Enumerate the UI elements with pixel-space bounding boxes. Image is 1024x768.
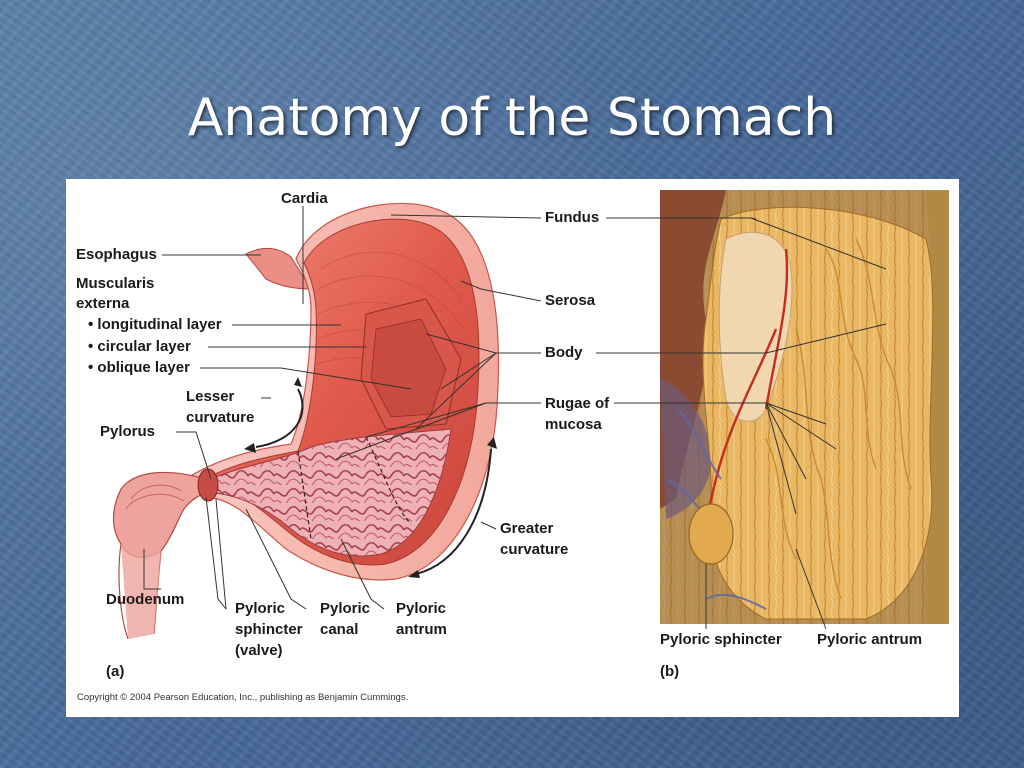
label-cardia: Cardia xyxy=(281,190,328,207)
panel-label-a: (a) xyxy=(106,663,125,680)
label-duodenum: Duodenum xyxy=(106,591,185,608)
label-circular-layer: • circular layer xyxy=(88,338,191,355)
label-longitudinal-layer: • longitudinal layer xyxy=(88,316,222,333)
label-serosa: Serosa xyxy=(545,292,596,309)
label-muscularis: Muscularis xyxy=(76,275,155,292)
label-body: Body xyxy=(545,344,583,361)
copyright-text: Copyright © 2004 Pearson Education, Inc.… xyxy=(77,692,409,703)
label-pyloric-sphincter-line1: Pyloric xyxy=(235,600,286,617)
slide-title: Anatomy of the Stomach xyxy=(187,88,837,148)
label-externa: externa xyxy=(76,295,130,312)
label-pyloric-canal-line1: Pyloric xyxy=(320,600,371,617)
label-greater-curvature-line2: curvature xyxy=(500,541,569,558)
panel-label-b: (b) xyxy=(660,663,680,680)
label-pyloric-antrum-photo: Pyloric antrum xyxy=(817,631,923,648)
label-rugae-line2: mucosa xyxy=(545,416,602,433)
label-oblique-layer: • oblique layer xyxy=(88,359,190,376)
label-lesser-curvature-line1: Lesser xyxy=(186,388,235,405)
stomach-illustration xyxy=(112,190,949,640)
label-pylorus: Pylorus xyxy=(100,423,156,440)
label-pyloric-sphincter-line2: sphincter xyxy=(235,621,303,638)
label-pyloric-antrum-line1: Pyloric xyxy=(396,600,447,617)
label-greater-curvature-line1: Greater xyxy=(500,520,554,537)
label-pyloric-antrum-line2: antrum xyxy=(396,621,447,638)
label-rugae-line1: Rugae of xyxy=(545,395,610,412)
stomach-figure: Cardia Esophagus Muscularis externa • lo… xyxy=(66,179,959,717)
label-pyloric-sphincter-photo: Pyloric sphincter xyxy=(660,631,782,648)
label-lesser-curvature-line2: curvature xyxy=(186,409,255,426)
label-esophagus: Esophagus xyxy=(76,246,157,263)
label-fundus: Fundus xyxy=(545,209,600,226)
label-pyloric-sphincter-line3: (valve) xyxy=(235,642,283,659)
label-pyloric-canal-line2: canal xyxy=(320,621,359,638)
